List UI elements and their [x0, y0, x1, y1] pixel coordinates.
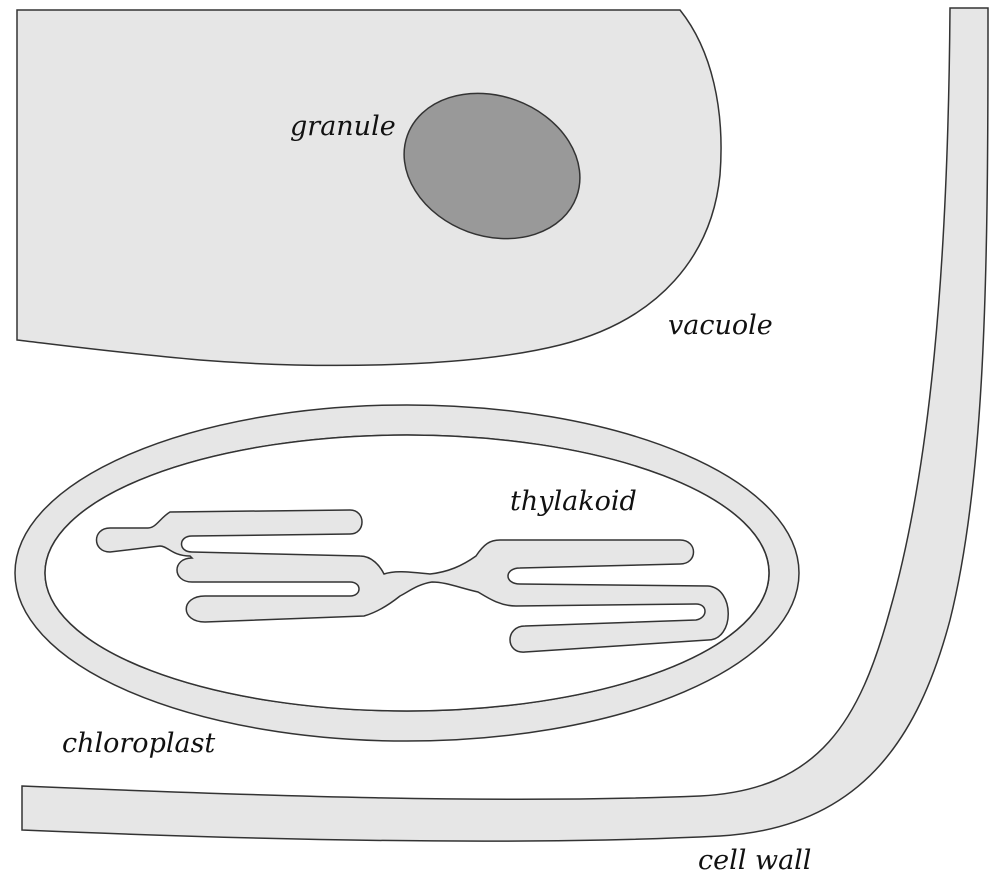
vacuole-label: vacuole	[668, 310, 773, 341]
vacuole-shape	[17, 10, 721, 365]
chloroplast-label: chloroplast	[62, 728, 215, 759]
cell-wall-label: cell wall	[698, 845, 811, 876]
granule-label: granule	[290, 111, 396, 142]
thylakoid-label: thylakoid	[510, 486, 637, 517]
